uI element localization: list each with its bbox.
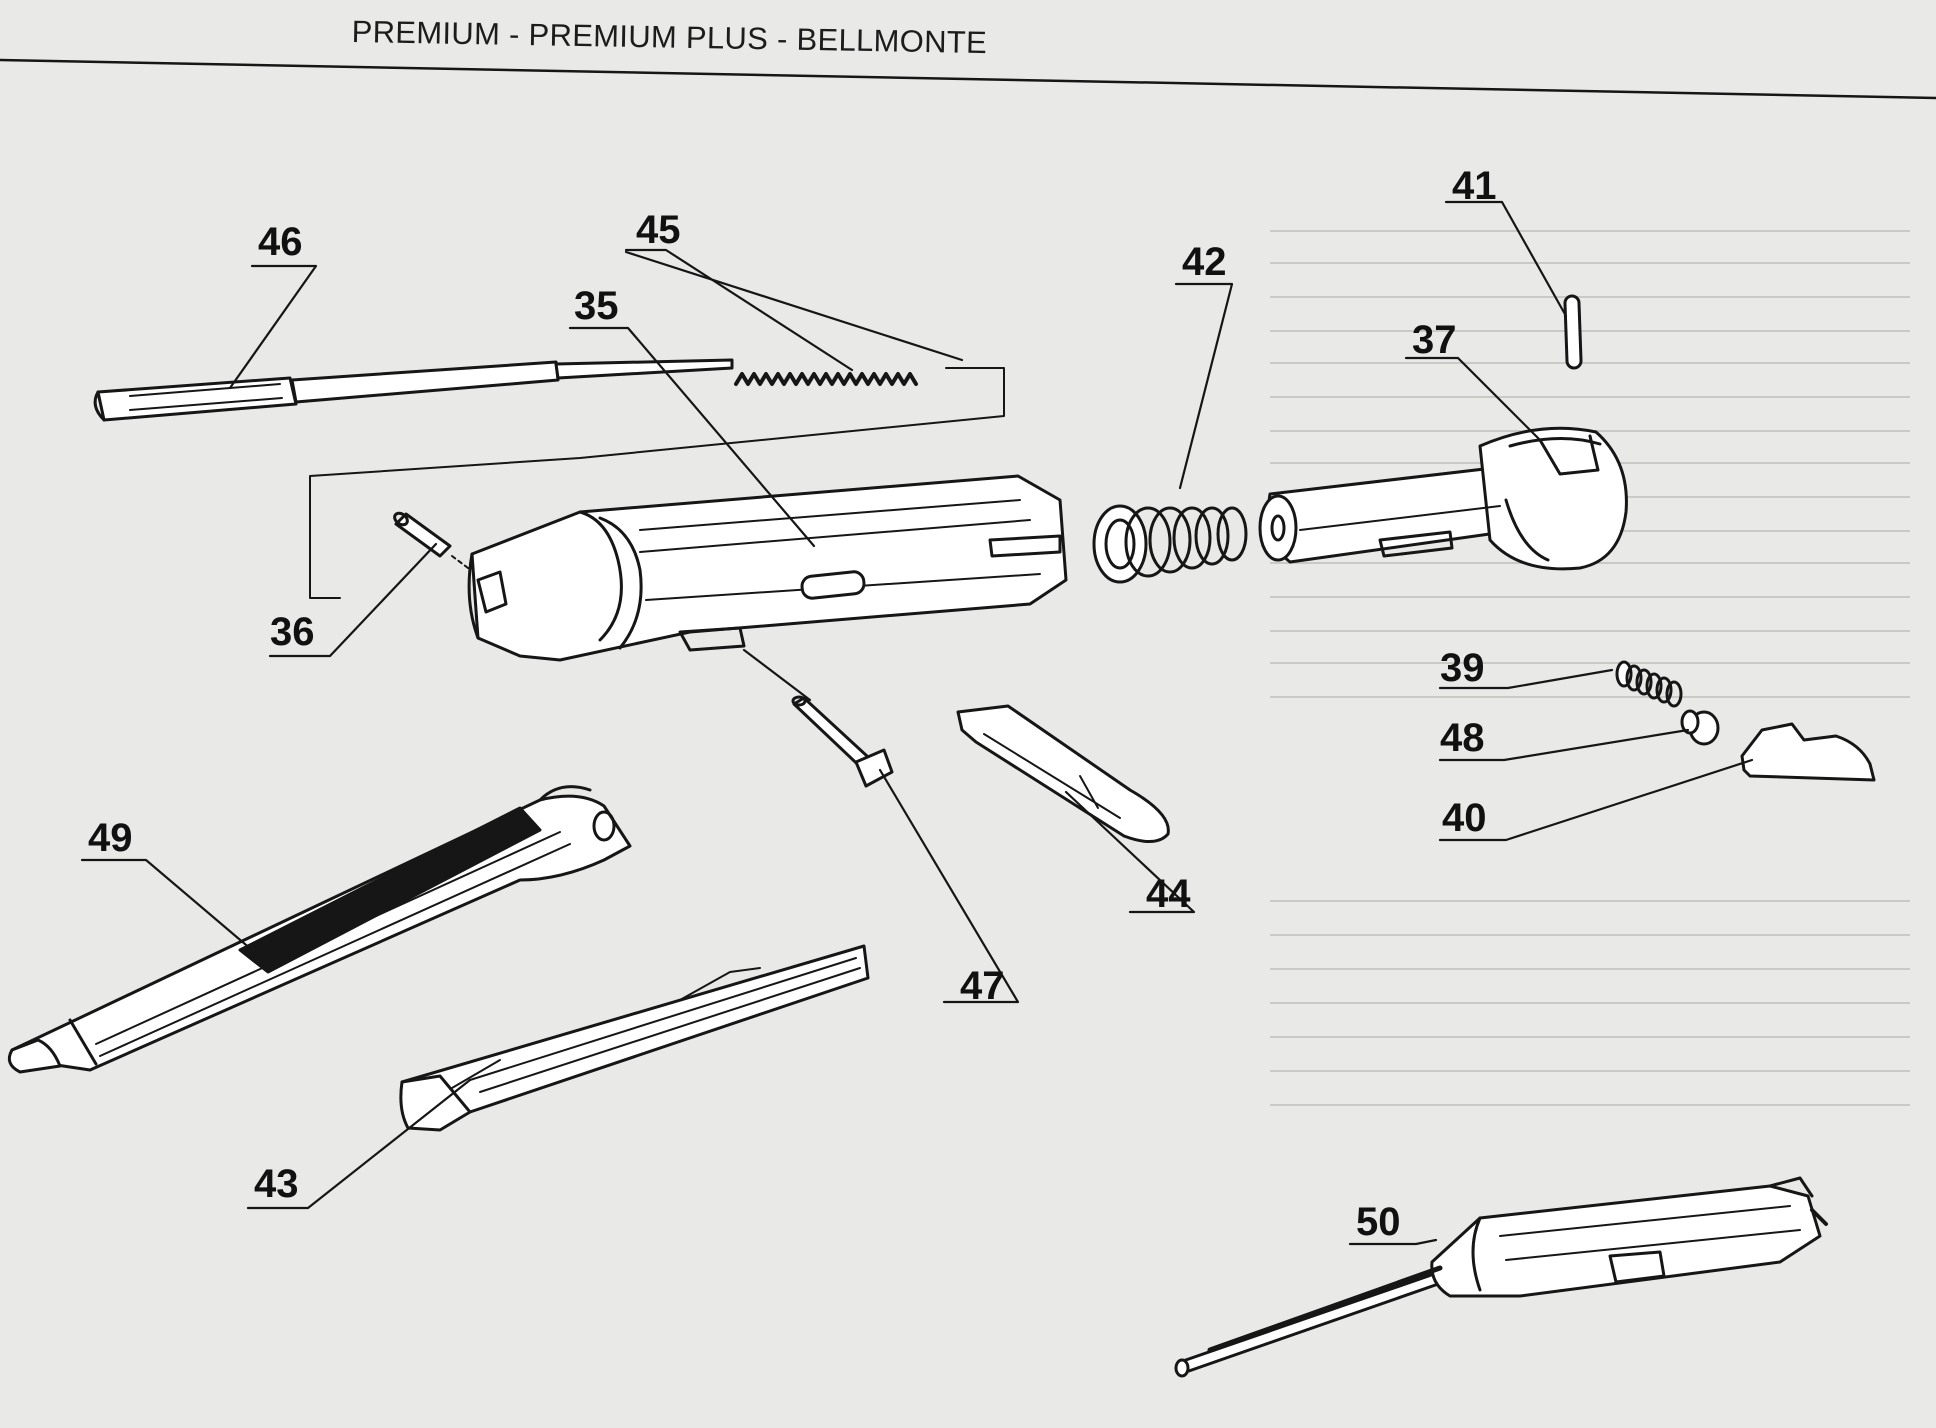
part-label-41: 41: [1452, 164, 1497, 208]
leader-lines: [80, 200, 1754, 1246]
part-label-39: 39: [1440, 646, 1485, 690]
part-label-46: 46: [258, 220, 303, 264]
part-50-firing-pin-assembly: [1174, 1176, 1828, 1378]
part-label-48: 48: [1440, 716, 1485, 760]
part-label-47: 47: [960, 964, 1005, 1008]
part-label-42: 42: [1182, 240, 1227, 284]
part-36-pin: [393, 511, 469, 569]
part-43-slide-bar: [399, 944, 870, 1132]
part-label-40: 40: [1442, 796, 1487, 840]
part-48-plunger: [1680, 709, 1720, 746]
part-label-45: 45: [636, 208, 681, 252]
part-45-spring: [734, 372, 918, 386]
part-41-pin: [1563, 294, 1583, 370]
header-rule: [0, 58, 1936, 100]
part-35-bolt-body: [467, 474, 1068, 662]
part-46-firing-pin: [93, 358, 734, 422]
part-label-35: 35: [574, 284, 619, 328]
part-label-44: 44: [1146, 872, 1191, 916]
part-47-screw: [791, 695, 894, 788]
part-49-lever: [7, 785, 632, 1074]
part-40-extractor: [1740, 722, 1876, 782]
part-42-coil-spring: [1092, 504, 1248, 584]
part-label-37: 37: [1412, 318, 1457, 362]
part-label-50: 50: [1356, 1200, 1401, 1244]
part-39-small-spring: [1615, 660, 1683, 708]
assembly-bracket-line: [309, 367, 1005, 599]
part-label-49: 49: [88, 816, 133, 860]
part-37-bolt-head: [1258, 426, 1628, 571]
part-44-ejector: [956, 704, 1170, 843]
part-label-43: 43: [254, 1162, 299, 1206]
part-label-36: 36: [270, 610, 315, 654]
